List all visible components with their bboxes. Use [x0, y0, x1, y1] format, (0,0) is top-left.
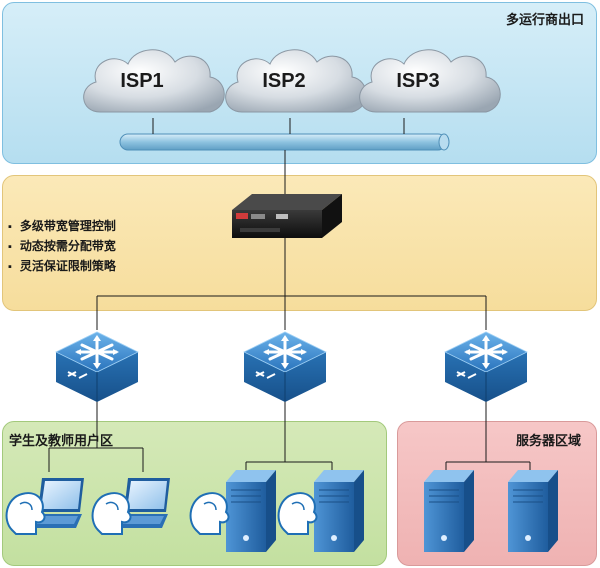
isp-links — [152, 118, 405, 134]
switch-2-icon — [242, 330, 328, 404]
isp3-label: ISP3 — [396, 70, 440, 92]
server-zone-label: 服务器区域 — [516, 433, 582, 448]
isp-trunk-bar — [119, 133, 450, 151]
distribution-links — [96, 238, 487, 330]
isp-zone-label: 多运行商出口 — [505, 12, 584, 27]
user-zone-label: 学生及教师用户区 — [9, 433, 114, 448]
server-1-icon — [423, 469, 475, 553]
server-2-icon — [507, 469, 559, 553]
switch-3-icon — [443, 330, 529, 404]
user-3-icon — [189, 492, 230, 535]
isp2-label: ISP2 — [262, 70, 306, 92]
user-4-icon — [277, 492, 318, 535]
access-links — [48, 402, 531, 480]
bandwidth-manager-device-icon — [232, 194, 342, 238]
feature-item: 灵活保证限制策略 — [8, 257, 116, 277]
user-server-1-icon — [225, 469, 277, 553]
switch-1-icon — [54, 330, 140, 404]
feature-list: 多级带宽管理控制 动态按需分配带宽 灵活保证限制策略 — [8, 217, 116, 277]
user-server-2-icon — [313, 469, 365, 553]
feature-item: 动态按需分配带宽 — [8, 237, 116, 257]
feature-item: 多级带宽管理控制 — [8, 217, 116, 237]
isp1-label: ISP1 — [120, 70, 164, 92]
